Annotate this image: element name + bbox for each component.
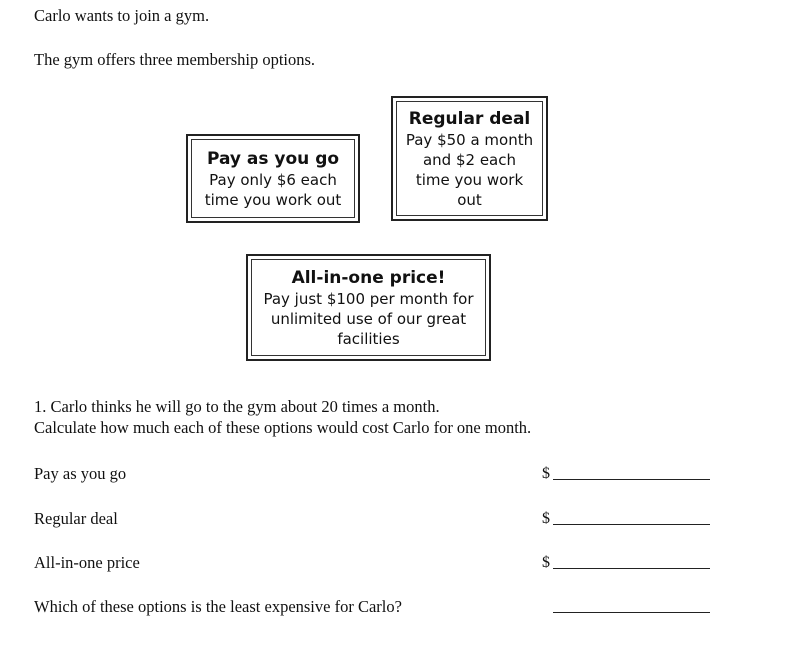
answer-blank[interactable] xyxy=(553,612,710,613)
option-title: All-in-one price! xyxy=(291,267,446,288)
answer-blank[interactable] xyxy=(553,524,710,525)
option-text: out xyxy=(457,190,482,209)
question-line: 1. Carlo thinks he will go to the gym ab… xyxy=(34,397,440,416)
option-box-regular-deal: Regular deal Pay $50 a month and $2 each… xyxy=(391,96,548,221)
option-text: Pay only $6 each xyxy=(209,170,337,189)
answer-label: Regular deal xyxy=(34,509,118,528)
intro-line: Carlo wants to join a gym. xyxy=(34,6,210,25)
question-line: Calculate how much each of these options… xyxy=(34,418,532,437)
option-box-pay-as-you-go: Pay as you go Pay only $6 each time you … xyxy=(186,134,360,223)
answer-label: Pay as you go xyxy=(34,464,127,483)
final-question: Which of these options is the least expe… xyxy=(34,597,402,616)
option-box-all-in-one: All-in-one price! Pay just $100 per mont… xyxy=(246,254,491,361)
option-text: Pay $50 a month xyxy=(405,130,534,149)
option-text: time you work xyxy=(415,170,524,189)
option-text: and $2 each xyxy=(422,150,517,169)
option-text: Pay just $100 per month for xyxy=(263,289,474,308)
option-title: Pay as you go xyxy=(206,148,340,169)
option-text: time you work out xyxy=(204,190,342,209)
option-title: Regular deal xyxy=(408,108,531,129)
option-text: unlimited use of our great xyxy=(270,309,467,328)
dollar-sign: $ xyxy=(542,510,550,527)
answer-blank[interactable] xyxy=(553,479,710,480)
option-text: facilities xyxy=(337,329,400,348)
intro-line: The gym offers three membership options. xyxy=(34,50,316,69)
dollar-sign: $ xyxy=(542,465,550,482)
answer-blank[interactable] xyxy=(553,568,710,569)
answer-label: All-in-one price xyxy=(34,553,140,572)
dollar-sign: $ xyxy=(542,554,550,571)
